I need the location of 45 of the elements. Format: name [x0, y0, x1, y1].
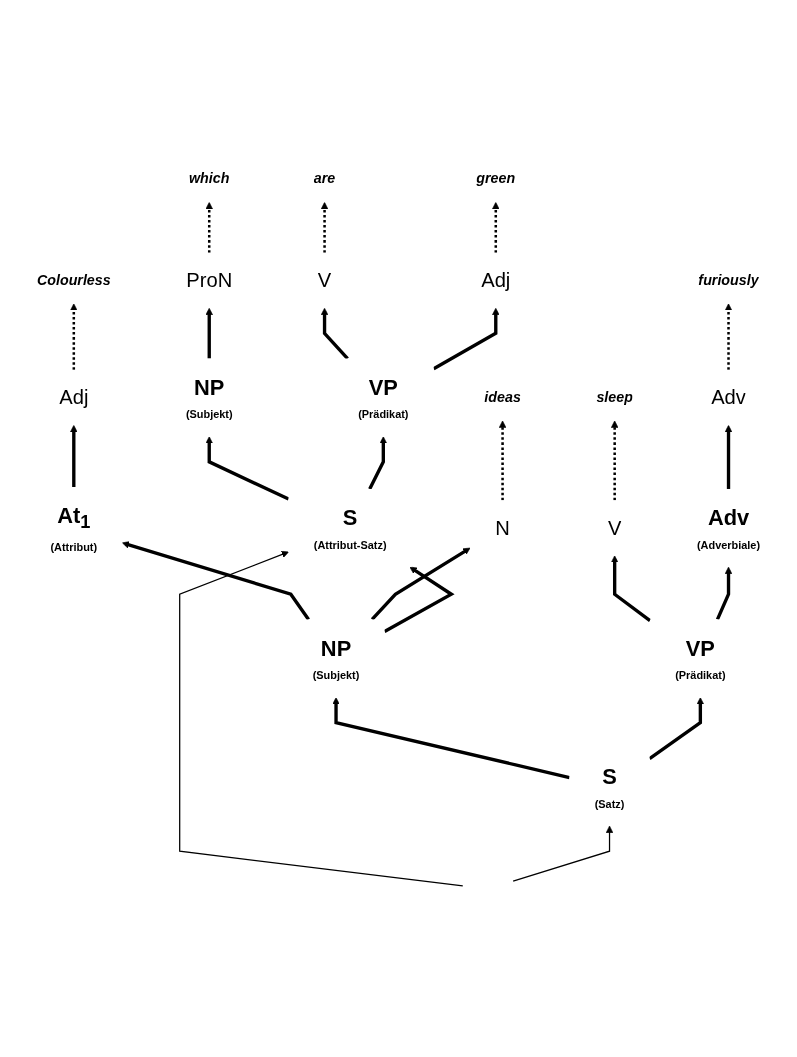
arrow: [724, 424, 733, 489]
arrow: [122, 541, 310, 621]
node-text: sleep: [596, 389, 633, 406]
node-text: Adv (Adverbiale): [696, 504, 761, 551]
node-text: green: [476, 170, 516, 187]
arrow: [368, 436, 387, 490]
node-text: VP (Prädikat): [358, 374, 409, 421]
arrow: [70, 303, 78, 370]
node-text: which: [189, 170, 230, 187]
arrow: [179, 550, 464, 887]
arrow: [370, 547, 471, 621]
node-text: V: [607, 516, 622, 539]
arrow: [610, 420, 619, 501]
arrow: [70, 424, 78, 487]
arrow: [498, 420, 507, 501]
arrow: [648, 697, 705, 760]
node-text: Adj: [481, 268, 511, 292]
arrow: [512, 825, 614, 882]
arrow: [492, 201, 500, 253]
node-text: VP (Prädikat): [675, 635, 726, 682]
node-text: are: [313, 170, 336, 187]
node-text: S (Satz): [594, 763, 625, 810]
node-text: N: [495, 516, 510, 539]
arrow: [715, 566, 733, 620]
node-text: Colourless: [36, 272, 111, 289]
node-text: Adv: [711, 385, 746, 409]
node-text: Adj: [59, 385, 89, 409]
arrow: [724, 303, 733, 370]
node-text: S (Attribut-Satz): [313, 504, 387, 551]
node-text: NP (Subjekt): [185, 374, 233, 421]
arrow: [205, 307, 213, 359]
arrow: [205, 201, 213, 253]
node-text: NP (Subjekt): [312, 635, 360, 682]
arrow: [610, 555, 651, 622]
arrow: [320, 307, 349, 360]
arrow: [205, 436, 290, 501]
arrow: [432, 307, 500, 371]
node-text: At$_{1}$ (Attribut): [50, 502, 98, 553]
arrow: [383, 566, 455, 633]
node-text: furiously: [698, 272, 759, 289]
node-text: ProN: [186, 268, 233, 292]
node-text: V: [317, 268, 332, 292]
node-text: ideas: [484, 389, 521, 406]
arrow: [320, 201, 329, 253]
arrow: [332, 697, 570, 780]
